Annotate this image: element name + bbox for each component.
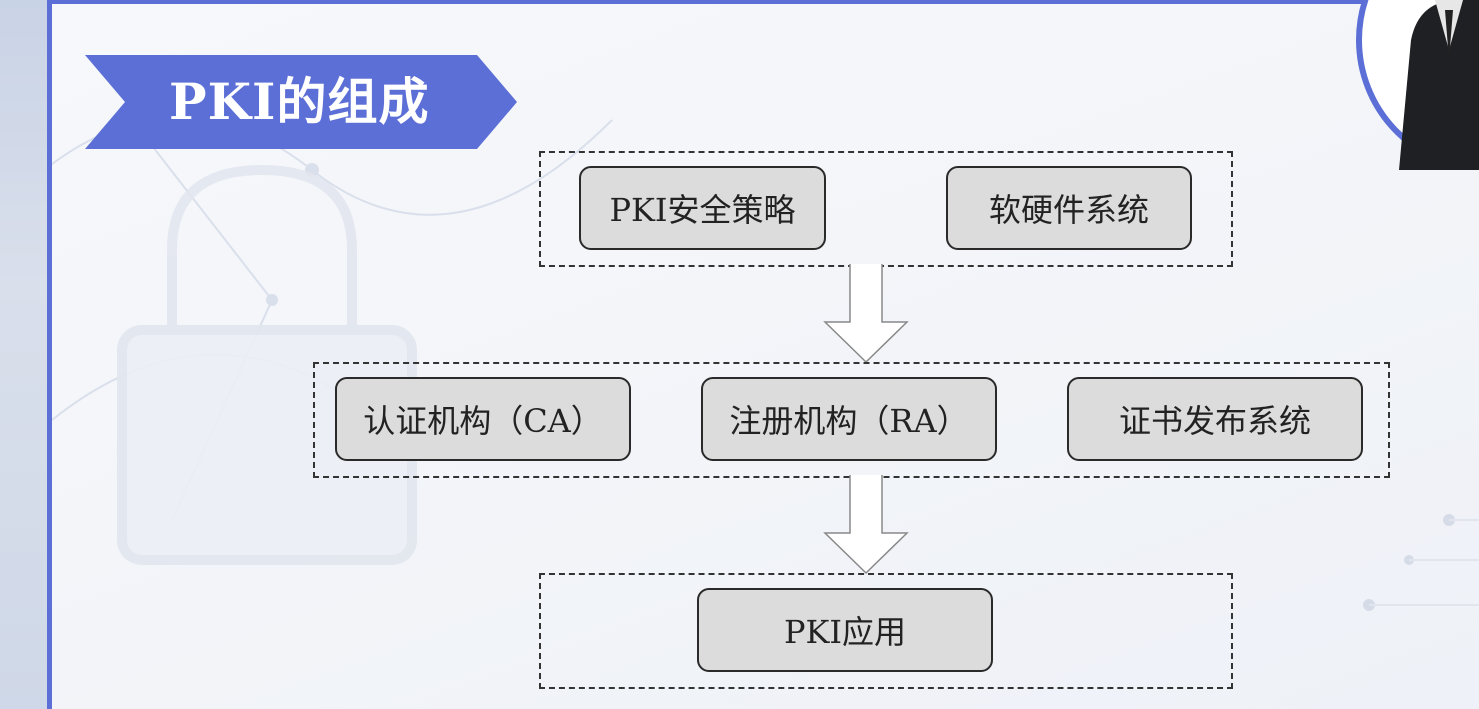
node-label: PKI安全策略 — [609, 191, 796, 229]
node-ra: 注册机构（RA） — [701, 377, 997, 461]
slide-title: PKI的组成 — [169, 72, 430, 131]
node-label: 证书发布系统 — [1118, 402, 1311, 440]
node-hw-sw-system: 软硬件系统 — [946, 166, 1192, 250]
node-pki-policy: PKI安全策略 — [579, 166, 826, 250]
node-ca: 认证机构（CA） — [335, 377, 631, 461]
presenter-video-overlay — [1356, 0, 1479, 170]
decorative-dots — [1363, 514, 1479, 611]
node-label: 注册机构（RA） — [729, 402, 969, 440]
node-pki-app: PKI应用 — [697, 588, 993, 672]
node-cert-publish: 证书发布系统 — [1067, 377, 1363, 461]
arrow-middle-to-bottom — [823, 475, 909, 575]
node-label: 软硬件系统 — [988, 191, 1149, 229]
left-accent-line — [47, 0, 52, 709]
group-bottom — [539, 573, 1233, 689]
left-decorative-strip — [0, 0, 52, 709]
slide-canvas: PKI的组成 PKI安全策略 软硬件系统 认证机构（CA） 注册机构（RA） 证… — [52, 0, 1479, 709]
arrow-top-to-middle — [823, 264, 909, 364]
top-accent-line — [52, 0, 1392, 4]
node-label: 认证机构（CA） — [363, 402, 603, 440]
group-top — [539, 151, 1233, 267]
node-label: PKI应用 — [783, 613, 907, 651]
title-banner — [85, 55, 517, 149]
